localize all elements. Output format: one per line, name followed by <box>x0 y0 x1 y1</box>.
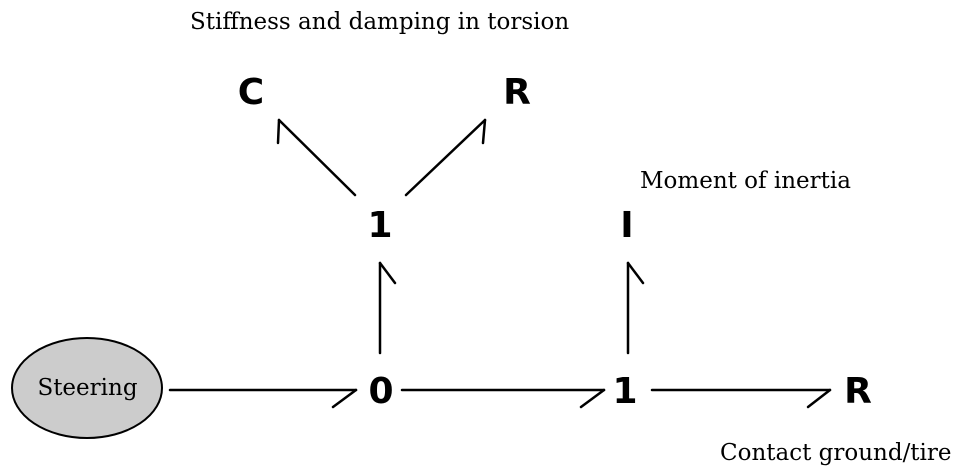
bond-one-lower-to-inertia <box>626 261 645 355</box>
node-one-upper: 1 <box>367 205 393 246</box>
inertia-caption: Moment of inertia <box>640 168 851 194</box>
node-inertia: I <box>620 205 634 246</box>
node-c-top: C <box>237 72 265 113</box>
bond-steering-to-zero <box>168 388 358 409</box>
node-r-right: R <box>844 371 872 412</box>
node-zero: 0 <box>368 371 394 412</box>
bond-one-lower-to-r-right <box>650 388 832 409</box>
bond-zero-to-one-upper <box>378 261 397 355</box>
node-one-lower: 1 <box>612 371 638 412</box>
steering-label: Steering <box>37 375 138 401</box>
bond-one-upper-to-c <box>276 118 357 197</box>
bond-one-upper-to-r-top <box>404 118 487 197</box>
torsion-caption: Stiffness and damping in torsion <box>190 9 570 35</box>
node-r-top: R <box>503 72 531 113</box>
steering-source-ellipse <box>11 337 163 439</box>
bond-zero-to-one-lower <box>400 388 606 409</box>
contact-caption: Contact ground/tire <box>720 440 952 466</box>
